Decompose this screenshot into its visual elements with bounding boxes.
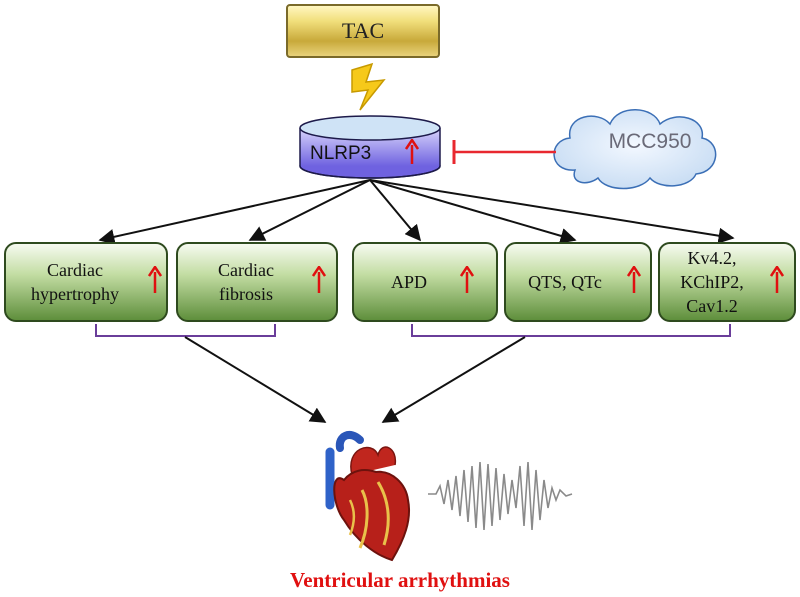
nlrp3-label-wrap: NLRP3 [310, 143, 371, 165]
lightning-icon [351, 62, 386, 111]
heart-icon [325, 430, 410, 562]
effect-label-line1: Cardiac [47, 260, 103, 280]
up-arrow-icon [627, 266, 641, 293]
inhibition-line [452, 140, 556, 164]
mcc950-label-wrap: MCC950 [590, 130, 710, 154]
effect-box-cardiac-hypertrophy: Cardiac hypertrophy [4, 242, 168, 322]
effect-label-line2: KChIP2, [680, 272, 744, 292]
effect-label-line3: Cav1.2 [686, 296, 738, 316]
effect-box-qts-qtc: QTS, QTc [504, 242, 652, 322]
effect-box-apd: APD [352, 242, 498, 322]
grouping-brackets [95, 324, 731, 337]
up-arrow-icon [460, 266, 474, 293]
up-arrow-icon [148, 266, 162, 293]
effect-box-cardiac-fibrosis: Cardiac fibrosis [176, 242, 338, 322]
mcc950-label: MCC950 [608, 130, 692, 153]
outcome-label: Ventricular arrhythmias [290, 568, 510, 592]
effect-label-line1: Cardiac [218, 260, 274, 280]
effect-box-kv42-kchip2-cav12: Kv4.2, KChIP2, Cav1.2 [658, 242, 796, 322]
up-arrow-icon [312, 266, 326, 293]
effect-label-line1: QTS, QTc [528, 272, 602, 292]
effect-label-line2: hypertrophy [31, 284, 119, 304]
effect-label-line1: APD [390, 272, 427, 292]
outcome-label-wrap: Ventricular arrhythmias [0, 568, 800, 593]
arrhythmia-waveform [428, 461, 573, 531]
mcc950-cloud-shape [553, 109, 717, 190]
tac-box: TAC [286, 4, 440, 58]
effect-label-line1: Kv4.2, [687, 248, 737, 268]
nlrp3-up-arrow-icon [405, 139, 419, 164]
effect-label-line2: fibrosis [219, 284, 273, 304]
tac-label: TAC [341, 18, 385, 43]
converging-arrows [184, 336, 526, 423]
nlrp3-label: NLRP3 [310, 143, 372, 164]
nlrp3-output-arrows [98, 179, 735, 245]
up-arrow-icon [770, 266, 784, 293]
